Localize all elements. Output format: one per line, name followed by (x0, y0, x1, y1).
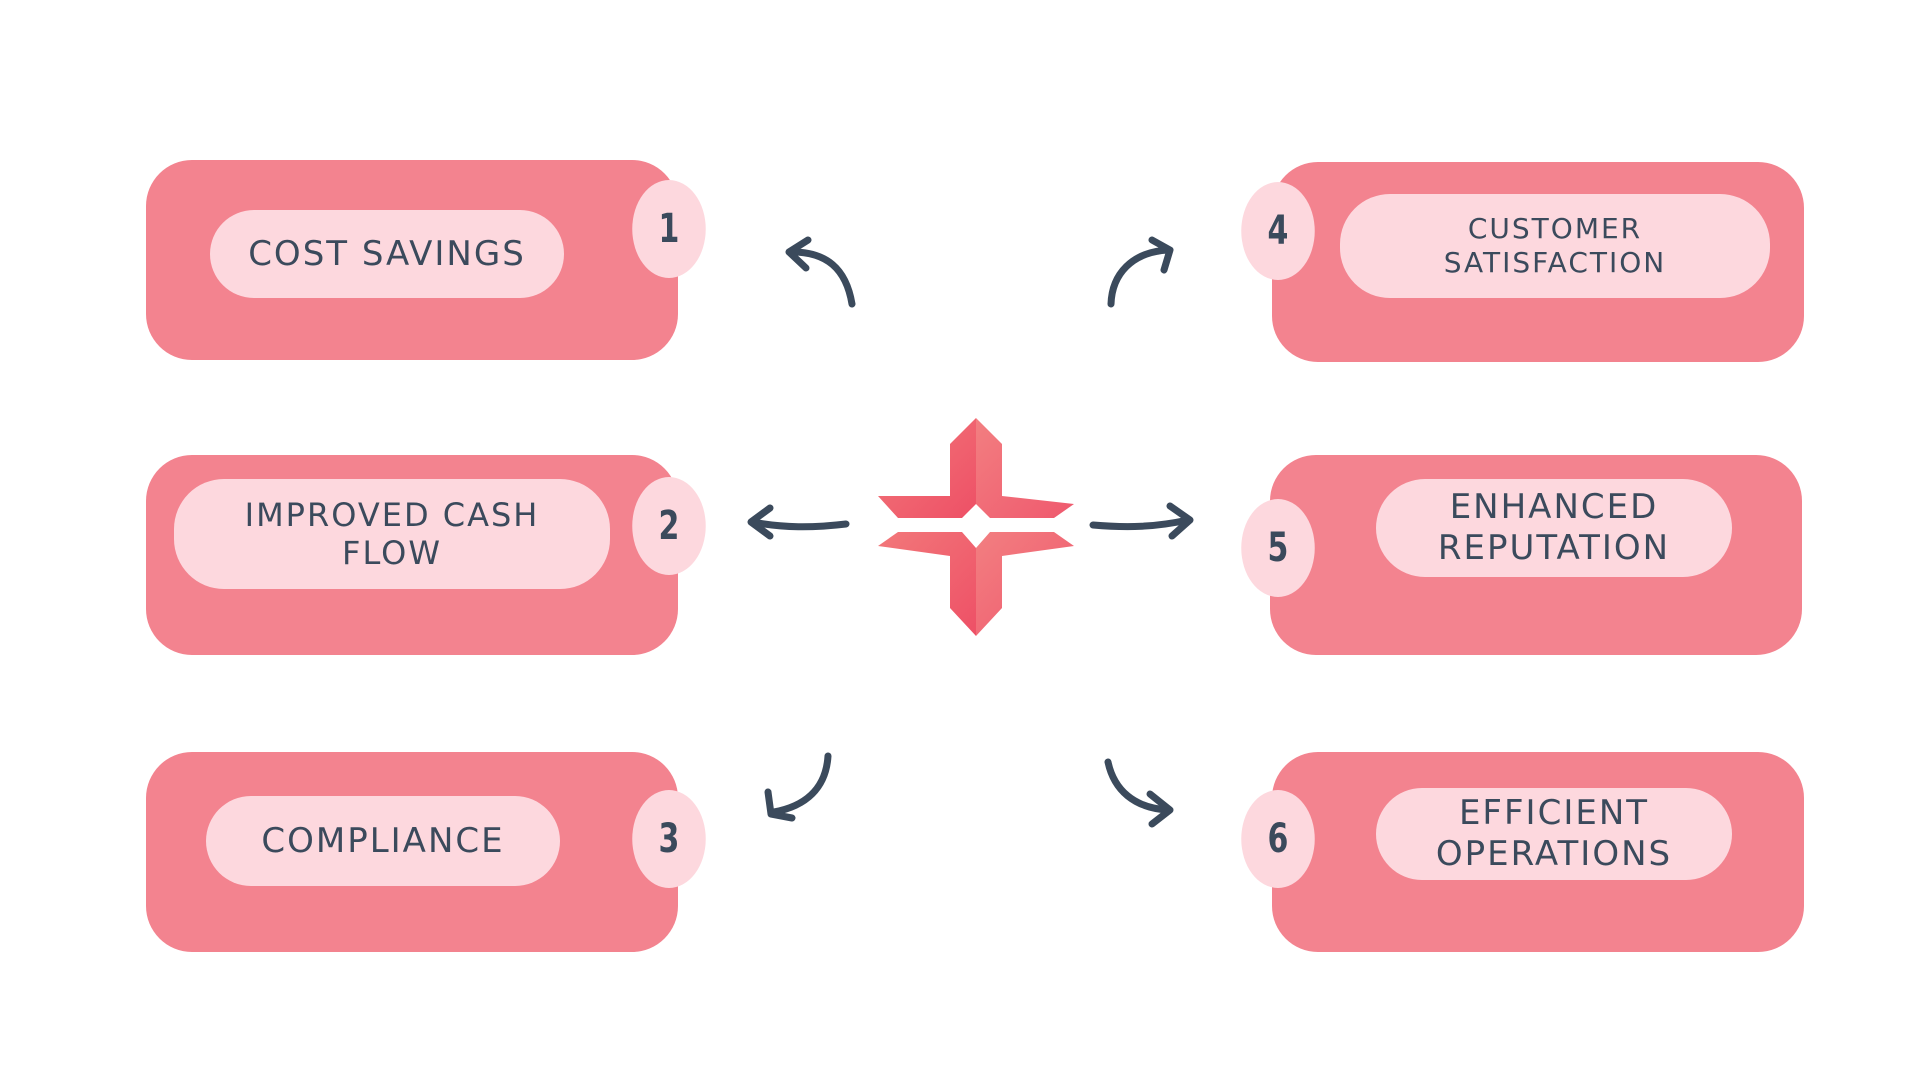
benefit-card-3: COMPLIANCE 3 (146, 752, 706, 952)
arrow-to-card-1-icon (785, 236, 856, 308)
benefit-number-5: 5 (1267, 525, 1289, 571)
four-arrows-converging-logo (878, 418, 1074, 636)
benefit-number-badge-4: 4 (1241, 182, 1315, 280)
benefit-card-6: EFFICIENT OPERATIONS 6 (1241, 752, 1804, 952)
benefit-label-pill-3: COMPLIANCE (206, 796, 560, 886)
arrow-to-card-5-icon (1089, 502, 1194, 540)
benefit-number-3: 3 (658, 816, 680, 862)
benefit-number-badge-5: 5 (1241, 499, 1315, 597)
arrow-to-card-4-icon (1107, 236, 1174, 308)
benefit-number-badge-1: 1 (632, 180, 706, 278)
arrow-to-card-2-icon (747, 504, 850, 540)
arrow-to-card-6-icon (1104, 758, 1174, 828)
benefit-label-1: COST SAVINGS (248, 233, 526, 274)
benefit-label-6: EFFICIENT OPERATIONS (1435, 793, 1673, 874)
benefit-label-2: IMPROVED CASH FLOW (244, 495, 540, 572)
benefit-card-1: COST SAVINGS 1 (146, 160, 706, 360)
arrow-to-card-3-icon (764, 752, 832, 822)
benefit-label-3: COMPLIANCE (261, 820, 505, 861)
benefit-label-4: CUSTOMER SATISFACTION (1443, 212, 1667, 279)
benefit-label-pill-2: IMPROVED CASH FLOW (174, 479, 610, 589)
benefit-label-pill-6: EFFICIENT OPERATIONS (1376, 788, 1732, 880)
benefit-label-pill-5: ENHANCED REPUTATION (1376, 479, 1732, 577)
benefit-number-badge-6: 6 (1241, 790, 1315, 888)
benefit-label-pill-4: CUSTOMER SATISFACTION (1340, 194, 1770, 298)
benefit-number-4: 4 (1267, 208, 1289, 254)
benefit-card-4: CUSTOMER SATISFACTION 4 (1241, 162, 1804, 362)
benefit-number-badge-3: 3 (632, 790, 706, 888)
benefit-number-6: 6 (1267, 816, 1289, 862)
benefit-card-2: IMPROVED CASH FLOW 2 (146, 455, 706, 655)
benefit-number-2: 2 (658, 503, 680, 549)
benefit-label-5: ENHANCED REPUTATION (1437, 487, 1671, 568)
benefit-label-pill-1: COST SAVINGS (210, 210, 564, 298)
benefit-number-badge-2: 2 (632, 477, 706, 575)
benefit-number-1: 1 (658, 206, 680, 252)
benefit-card-5: ENHANCED REPUTATION 5 (1241, 455, 1802, 655)
